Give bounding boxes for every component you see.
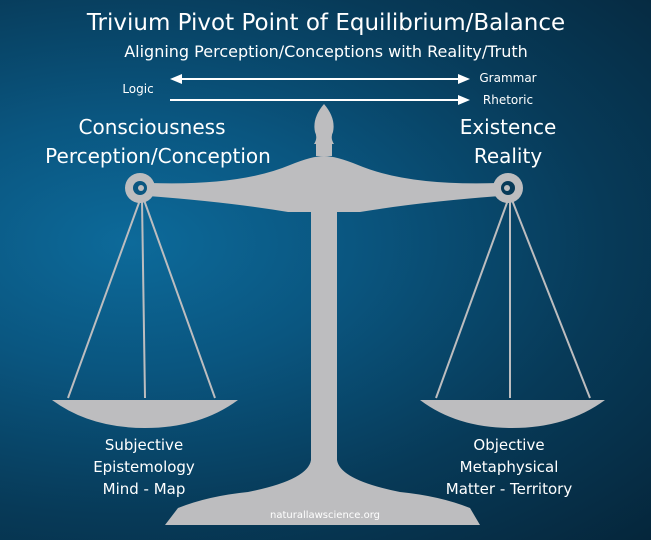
single-arrow	[170, 95, 470, 105]
beam	[148, 156, 500, 212]
right-line-1: Objective	[473, 436, 545, 454]
left-line-2: Epistemology	[93, 458, 195, 476]
double-arrow	[170, 74, 470, 84]
rhetoric-label: Rhetoric	[482, 93, 534, 107]
pan-strings	[67, 199, 591, 399]
subtitle: Aligning Perception/Conceptions with Rea…	[124, 42, 528, 61]
right-line-2: Metaphysical	[459, 458, 559, 476]
left-line-3: Mind - Map	[102, 480, 186, 498]
grammar-label: Grammar	[479, 71, 537, 85]
right-heading-2: Reality	[473, 144, 543, 168]
footer-url: naturallawscience.org	[269, 510, 381, 521]
right-line-3: Matter - Territory	[445, 480, 573, 498]
right-pan	[420, 400, 605, 428]
pole	[165, 205, 480, 525]
right-scroll	[493, 173, 523, 203]
left-scroll	[125, 173, 155, 203]
left-heading-2: Perception/Conception	[45, 144, 271, 168]
left-line-1: Subjective	[104, 436, 184, 454]
title: Trivium Pivot Point of Equilibrium/Balan…	[86, 10, 566, 36]
left-heading-1: Consciousness	[78, 115, 226, 139]
right-heading-1: Existence	[459, 115, 557, 139]
finial	[314, 104, 334, 144]
logic-label: Logic	[122, 82, 154, 96]
left-pan	[52, 400, 238, 428]
